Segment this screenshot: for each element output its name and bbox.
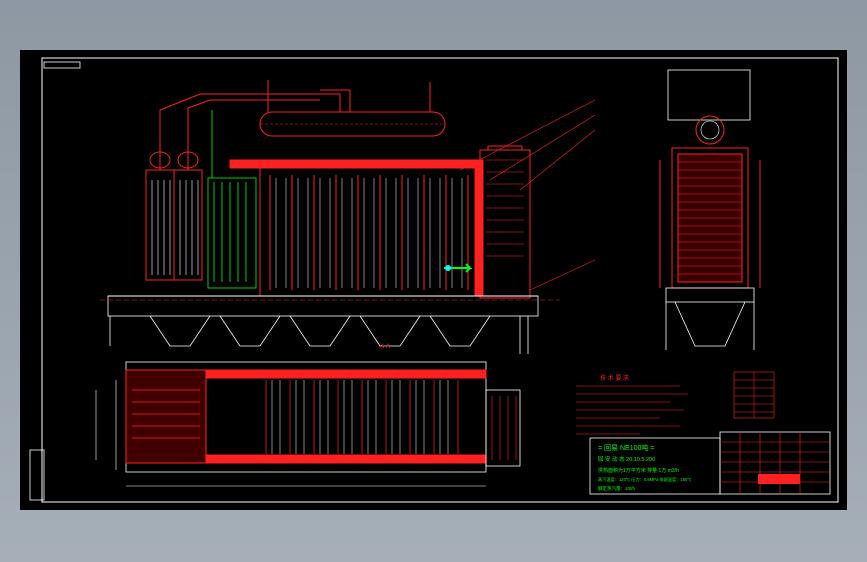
drawing-frame (41, 57, 839, 503)
section-label: A-A (380, 344, 390, 350)
cylinder-2 (173, 169, 203, 281)
upper-header (229, 159, 481, 169)
side-strip (29, 449, 45, 501)
tube-bank (259, 167, 476, 297)
frame-tag (43, 61, 81, 69)
base-frame (107, 295, 539, 317)
boiler-drawing: 技 术 要 求 = 回易 NE100吨 = 回 安 动 态 20.10 (29, 57, 839, 503)
title-block: = 回易 NE100吨 = 回 安 动 态 20.10.5.200 供热面积为1… (589, 431, 831, 495)
title-line-1: = 回易 NE100吨 = (598, 443, 654, 452)
title-line-5: 额定蒸汽量：10t/h (598, 485, 636, 492)
side-view (659, 69, 761, 350)
title-line-2: 回 安 动 态 20.10.5.200 (598, 455, 655, 463)
notes-header: 技 术 要 求 (600, 374, 629, 382)
ash-hoppers (109, 315, 529, 354)
title-line-3: 供热面积为1万平方米 排量 1万 m3/h (598, 467, 679, 474)
main-elevation-view (100, 80, 596, 354)
title-line-4: 蒸汽温度：120℃ 压力：0.8MPa 排烟温度：150℃ (598, 476, 692, 483)
technical-notes: 技 术 要 求 (576, 371, 775, 435)
drawing-sheet: 技 术 要 求 = 回易 NE100吨 = 回 安 动 态 20.10 (20, 50, 847, 510)
steam-pipe (159, 93, 341, 170)
plan-view (95, 361, 521, 487)
